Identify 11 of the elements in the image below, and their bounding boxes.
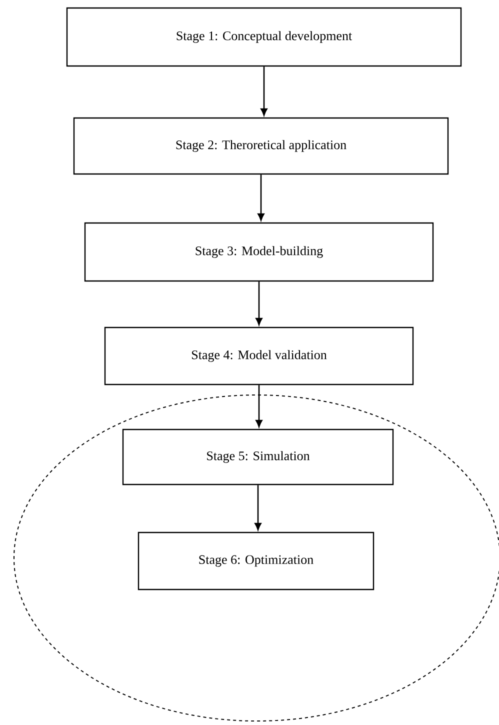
stage-box: Stage 3: Model-building [84, 222, 434, 282]
arrow [256, 282, 262, 326]
stage-box: Stage 5: Simulation [122, 428, 394, 486]
stage-box: Stage 6: Optimization [138, 532, 374, 590]
stage-box: Stage 2: Theroretical application [73, 117, 449, 175]
stage-box: Stage 4: Model validation [104, 326, 414, 386]
arrow [260, 66, 268, 116]
stage-box: Stage 1: Conceptual development [66, 7, 462, 67]
arrow [258, 174, 264, 221]
arrow [256, 385, 262, 428]
arrow [254, 485, 262, 530]
